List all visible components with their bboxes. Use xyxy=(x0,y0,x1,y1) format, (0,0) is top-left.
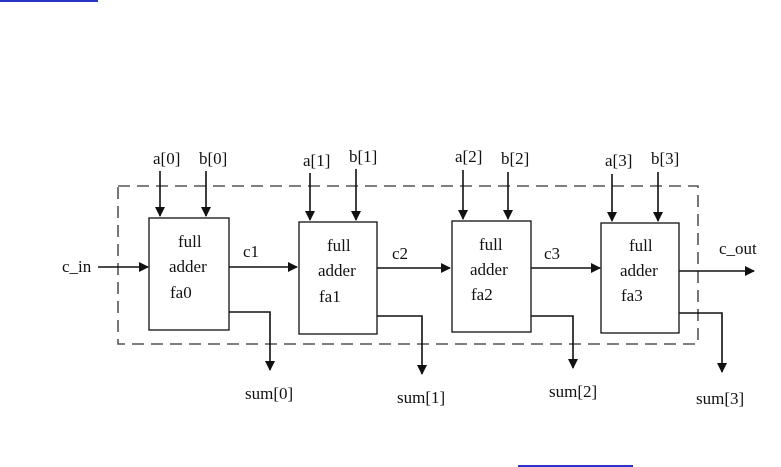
adder-line2: adder xyxy=(318,261,356,280)
a-input-label: a[1] xyxy=(303,151,330,170)
bottom-link-underline[interactable] xyxy=(518,465,633,467)
carry-output-label: c3 xyxy=(544,244,560,263)
sum-output-label: sum[2] xyxy=(549,382,597,401)
adder-box xyxy=(451,220,532,333)
full-adder-fa0: full adder fa0 a[0] b[0] sum[0] c1 xyxy=(148,149,298,403)
b-input-label: b[0] xyxy=(199,149,227,168)
a-input-label: a[2] xyxy=(455,147,482,166)
carry-output-label: c2 xyxy=(392,244,408,263)
adder-box xyxy=(148,217,230,331)
adder-line1: full xyxy=(479,235,503,254)
adder-line2: adder xyxy=(620,261,658,280)
module-boundary xyxy=(117,185,699,345)
adder-name: fa2 xyxy=(471,285,493,304)
b-input-label: b[2] xyxy=(501,149,529,168)
b-input-label: b[1] xyxy=(349,147,377,166)
sum-output-arrow xyxy=(531,315,578,369)
c-in-label: c_in xyxy=(62,257,92,276)
adder-name: fa3 xyxy=(621,286,643,305)
a-input-label: a[3] xyxy=(605,151,632,170)
a-input-label: a[0] xyxy=(153,149,180,168)
sum-output-arrow xyxy=(377,315,427,375)
full-adder-fa2: full adder fa2 a[2] b[2] sum[2] c3 xyxy=(451,147,601,401)
adder-line2: adder xyxy=(470,260,508,279)
sum-output-arrow xyxy=(679,312,727,373)
adder-box xyxy=(298,221,378,335)
top-link-underline[interactable] xyxy=(0,0,98,3)
sum-output-label: sum[1] xyxy=(397,388,445,407)
sum-output-label: sum[0] xyxy=(245,384,293,403)
adder-name: fa0 xyxy=(170,283,192,302)
c-out-label: c_out xyxy=(719,239,757,258)
carry-output-label: c1 xyxy=(243,242,259,261)
full-adder-fa1: full adder fa1 a[1] b[1] sum[1] c2 xyxy=(298,147,451,407)
adder-line1: full xyxy=(629,236,653,255)
b-input-label: b[3] xyxy=(651,149,679,168)
adder-line1: full xyxy=(178,232,202,251)
adder-line2: adder xyxy=(169,257,207,276)
adder-name: fa1 xyxy=(319,287,341,306)
adder-line1: full xyxy=(327,236,351,255)
full-adder-fa3: full adder fa3 a[3] b[3] sum[3] c_out xyxy=(600,149,757,408)
adder-box xyxy=(600,222,680,334)
sum-output-label: sum[3] xyxy=(696,389,744,408)
sum-output-arrow xyxy=(229,311,275,371)
